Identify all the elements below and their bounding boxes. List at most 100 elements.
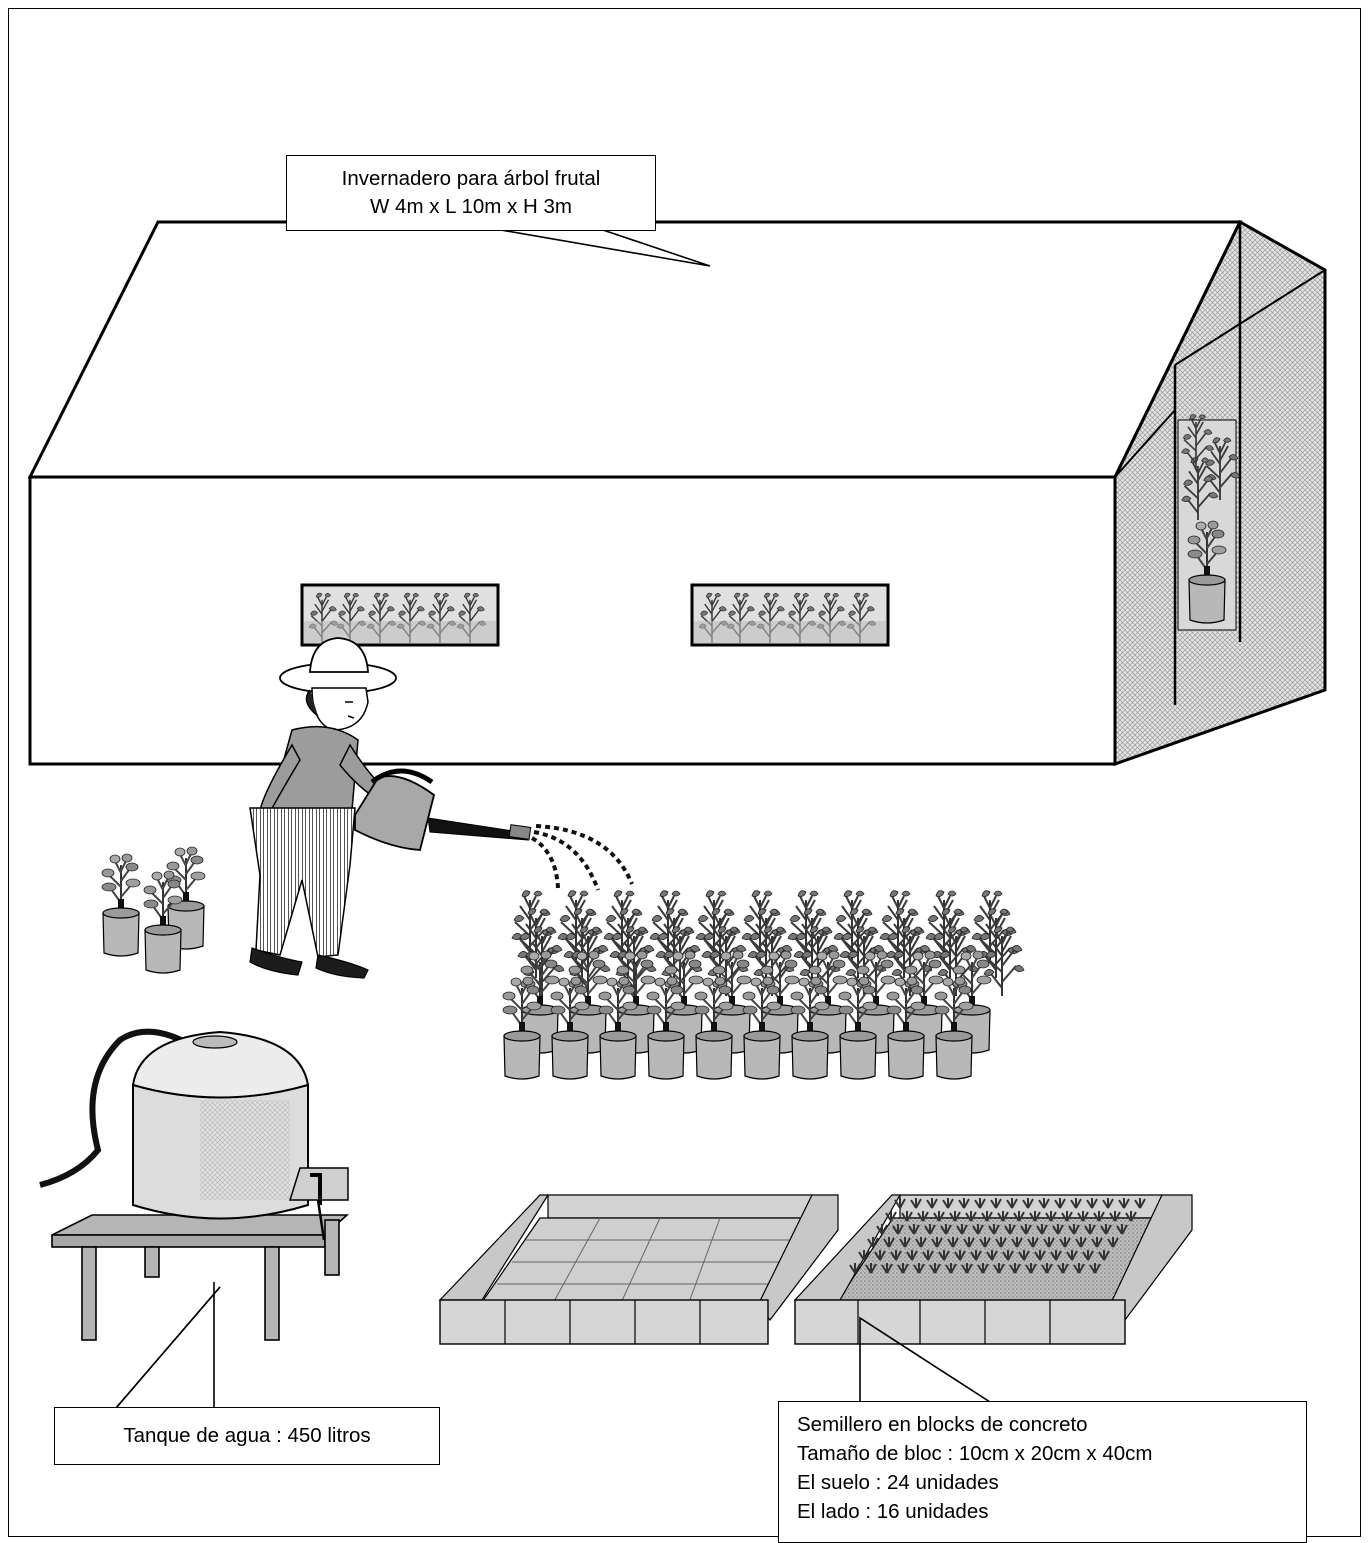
seedling (954, 1250, 966, 1261)
seedling (1082, 1250, 1094, 1261)
seedling (1125, 1211, 1137, 1222)
seedling (858, 1250, 870, 1261)
seedbed-callout: Semillero en blocks de concreto Tamaño d… (778, 1401, 1307, 1543)
seedbed-callout-floor-count: El suelo : 24 unidades (797, 1471, 999, 1494)
seedbed-callout-block-size: Tamaño de bloc : 10cm x 20cm x 40cm (797, 1442, 1153, 1465)
seedbed-callout-title: Semillero en blocks de concreto (797, 1413, 1088, 1436)
seedling (901, 1211, 913, 1222)
seedling (865, 1263, 877, 1274)
seedbed-planted (793, 1194, 1193, 1345)
seedling (1073, 1263, 1085, 1274)
seedling (990, 1198, 1002, 1209)
seedling (926, 1198, 938, 1209)
seedling (995, 1237, 1007, 1248)
seedling (961, 1263, 973, 1274)
seedling (1075, 1237, 1087, 1248)
water-tank (39, 1028, 350, 1341)
seedling (974, 1198, 986, 1209)
seedling (1098, 1250, 1110, 1261)
seedling (1068, 1224, 1080, 1235)
seedling (956, 1224, 968, 1235)
seedling (1109, 1211, 1121, 1222)
seedling (917, 1211, 929, 1222)
seedling (874, 1250, 886, 1261)
seedling (1027, 1237, 1039, 1248)
seedling (938, 1250, 950, 1261)
seedling (997, 1211, 1009, 1222)
seedling (947, 1237, 959, 1248)
seedling (876, 1224, 888, 1235)
seedling (1134, 1198, 1146, 1209)
seedling (981, 1211, 993, 1222)
seedbed-empty (438, 1194, 839, 1345)
greenhouse-front-wall (28, 475, 1117, 766)
seedling (1036, 1224, 1048, 1235)
seedling (972, 1224, 984, 1235)
seedling (931, 1237, 943, 1248)
seedling (1006, 1198, 1018, 1209)
seedling (1052, 1224, 1064, 1235)
seedling (892, 1224, 904, 1235)
seedling (881, 1263, 893, 1274)
seedling (1091, 1237, 1103, 1248)
seedling (1077, 1211, 1089, 1222)
seedling (958, 1198, 970, 1209)
seedling (1116, 1224, 1128, 1235)
seedling (1009, 1263, 1021, 1274)
seedling (993, 1263, 1005, 1274)
farmer (249, 637, 634, 979)
seedling (986, 1250, 998, 1261)
greenhouse-window-right (692, 585, 888, 645)
greenhouse-callout: Invernadero para árbol frutal W 4m x L 1… (286, 155, 656, 231)
greenhouse (27, 219, 1327, 767)
tank-callout-text: Tanque de agua : 450 litros (123, 1424, 371, 1447)
seedbed-empty-front (439, 1299, 769, 1345)
seedling (906, 1250, 918, 1261)
seedling (942, 1198, 954, 1209)
seedling (885, 1211, 897, 1222)
seedling (1084, 1224, 1096, 1235)
seedling (1054, 1198, 1066, 1209)
seedling (890, 1250, 902, 1261)
seedling (1050, 1250, 1062, 1261)
seedling (1002, 1250, 1014, 1261)
seedling (913, 1263, 925, 1274)
seedling (965, 1211, 977, 1222)
seedling (867, 1237, 879, 1248)
greenhouse-callout-title: Invernadero para árbol frutal (341, 167, 601, 190)
seedling (1070, 1198, 1082, 1209)
seedling (1118, 1198, 1130, 1209)
seedling (915, 1237, 927, 1248)
seedling (883, 1237, 895, 1248)
seedling (929, 1263, 941, 1274)
seedling (1102, 1198, 1114, 1209)
water-spray (530, 824, 634, 891)
seedling (894, 1198, 906, 1209)
seedling (979, 1237, 991, 1248)
seedbed-planted-front (794, 1299, 1126, 1345)
seedling (1061, 1211, 1073, 1222)
seedling (922, 1250, 934, 1261)
seedling (1043, 1237, 1055, 1248)
seedling (849, 1263, 861, 1274)
seedling (897, 1263, 909, 1274)
seedling (910, 1198, 922, 1209)
seedling (1025, 1263, 1037, 1274)
seedling (988, 1224, 1000, 1235)
seedbed-callout-side-count: El lado : 16 unidades (797, 1500, 989, 1523)
seedling (1034, 1250, 1046, 1261)
seedling (924, 1224, 936, 1235)
seedling (940, 1224, 952, 1235)
seedling (1029, 1211, 1041, 1222)
tank-callout: Tanque de agua : 450 litros (54, 1407, 440, 1465)
greenhouse-callout-dimensions: W 4m x L 10m x H 3m (370, 195, 572, 218)
seedling (933, 1211, 945, 1222)
seedling (945, 1263, 957, 1274)
seedling (1013, 1211, 1025, 1222)
seedling (963, 1237, 975, 1248)
seedling (949, 1211, 961, 1222)
seedling (1066, 1250, 1078, 1261)
seedling (1011, 1237, 1023, 1248)
greenhouse-roof (27, 220, 1243, 479)
